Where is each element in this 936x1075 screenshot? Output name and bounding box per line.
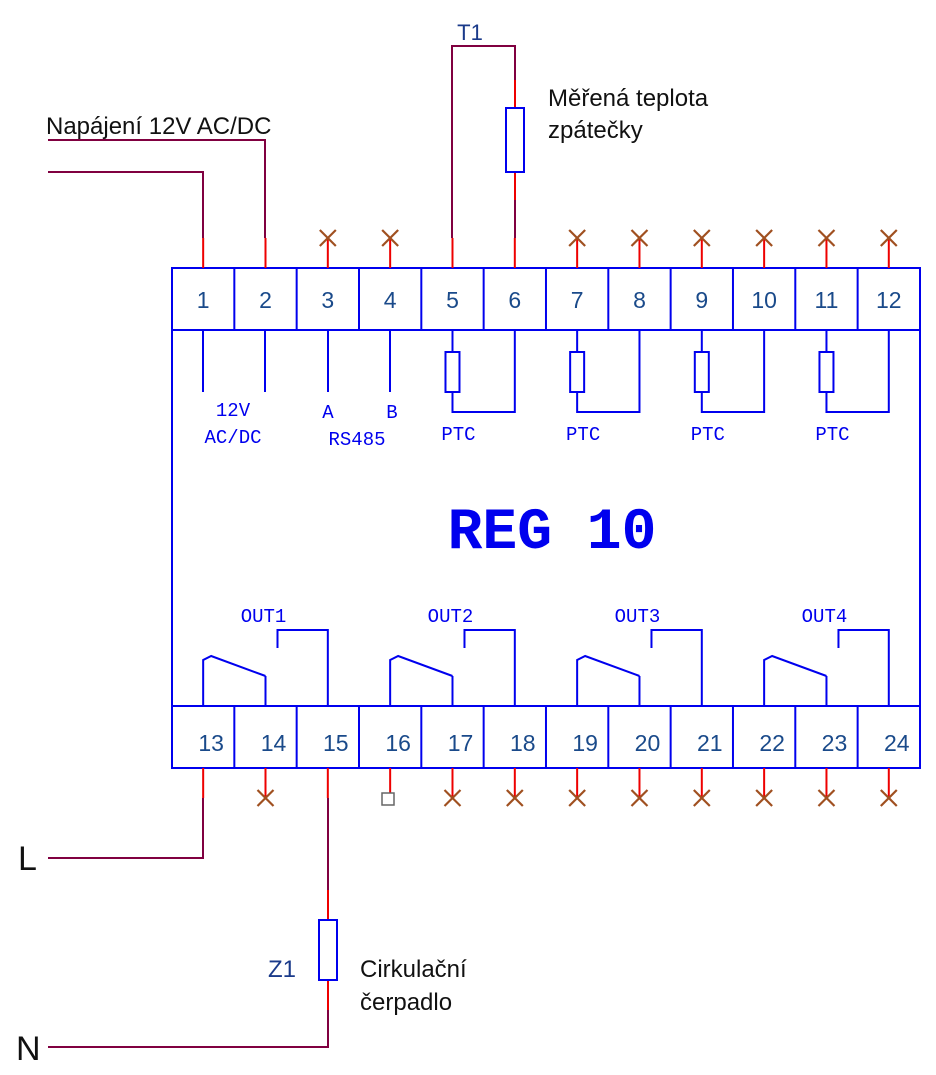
supply-12v-label: 12V [216,400,251,422]
unused-terminal-cross [381,229,399,247]
terminal-21: 21 [697,730,723,756]
terminal-8: 8 [633,287,646,313]
ptc-label: PTC [441,424,475,446]
terminal-17: 17 [448,730,474,756]
unused-terminal-cross [755,789,773,807]
terminal-dividers [233,268,859,768]
terminal-4: 4 [384,287,397,313]
terminal-13: 13 [198,730,224,756]
unused-terminal-cross [880,229,898,247]
sensor-label-line1: Měřená teplota [548,85,709,112]
unused-terminal-cross [443,789,462,807]
terminal-1: 1 [197,287,210,313]
supply-acdc-label: AC/DC [204,427,261,449]
ptc-resistor [818,351,835,393]
terminal-stubs [202,238,890,798]
relay-out4: OUT4 [763,606,890,706]
external-wires [48,45,516,1048]
ptc-label: PTC [566,424,600,446]
terminal-24: 24 [884,730,910,756]
power-label: Napájení 12V AC/DC [46,113,271,140]
terminal-22: 22 [759,730,785,756]
t1-sensor-resistor [505,107,525,173]
unused-terminal-cross [755,229,773,247]
ptc-sensor-inputs: PTC PTC PTC PTC [441,330,890,446]
unused-terminal-cross [319,229,337,247]
line-n-label: N [16,1030,41,1068]
terminal-11: 11 [815,287,839,313]
terminal-16: 16 [385,730,411,756]
terminal-6: 6 [508,287,521,313]
unused-terminal-markers [256,229,898,807]
device-name: REG 10 [448,501,657,566]
unused-terminal-cross [256,789,275,807]
out1-label: OUT1 [241,606,287,628]
ptc-input-2: PTC [566,330,641,446]
unused-terminal-cross [693,789,711,807]
t1-label: T1 [457,20,483,45]
z1-label: Z1 [268,956,296,983]
rs485-a-label: A [322,402,334,424]
external-wire-red-ends [327,80,516,1010]
ptc-label: PTC [691,424,725,446]
relay-out1: OUT1 [202,606,329,706]
unused-terminal-cross [817,789,836,807]
terminal-9: 9 [695,287,708,313]
ptc-resistor [444,351,461,393]
ptc-resistor [569,351,586,393]
terminal-20: 20 [635,730,661,756]
unused-terminal-cross [568,789,586,807]
pump-label-line2: čerpadlo [360,989,452,1016]
terminal-5: 5 [446,287,459,313]
rs485-label: RS485 [328,429,385,451]
terminal-10: 10 [751,287,777,313]
terminal-16-square-marker [381,792,395,806]
bottom-terminal-numbers: 13 14 15 16 17 18 19 20 21 22 23 24 [198,730,909,756]
unused-terminal-cross [568,229,586,247]
relay-out2: OUT2 [389,606,516,706]
terminal-19: 19 [572,730,598,756]
sensor-label-line2: zpátečky [548,117,643,144]
line-l-label: L [18,840,37,878]
rs485-b-label: B [386,402,397,424]
terminal-15: 15 [323,730,349,756]
ptc-input-4: PTC [815,330,890,446]
ptc-label: PTC [815,424,849,446]
terminal-7: 7 [571,287,584,313]
out2-label: OUT2 [428,606,474,628]
terminal-3: 3 [321,287,334,313]
terminal-12: 12 [876,287,902,313]
unused-terminal-cross [880,789,898,807]
out3-label: OUT3 [615,606,661,628]
out4-label: OUT4 [802,606,848,628]
unused-terminal-cross [630,789,649,807]
terminal-23: 23 [822,730,848,756]
terminal-18: 18 [510,730,536,756]
terminal-2: 2 [259,287,272,313]
ptc-input-1: PTC [441,330,516,446]
ptc-input-3: PTC [691,330,766,446]
ptc-resistor [693,351,710,393]
unused-terminal-cross [693,229,711,247]
relay-out3: OUT3 [576,606,703,706]
unused-terminal-cross [817,229,836,247]
relay-outputs: OUT1 OUT2 OUT3 OUT4 [202,606,890,706]
unused-terminal-cross [630,229,649,247]
unused-terminal-cross [506,789,524,807]
z1-pump-symbol [318,919,338,981]
pump-label-line1: Cirkulační [360,956,467,983]
internal-supply-lines [202,330,391,392]
terminal-14: 14 [261,730,287,756]
